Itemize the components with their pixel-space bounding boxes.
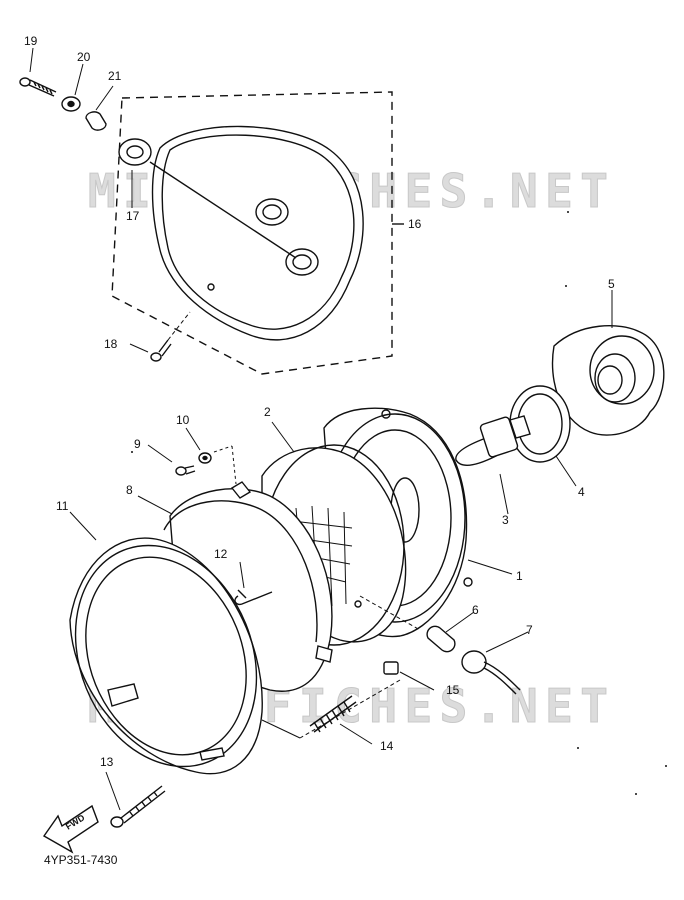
scan-specks [131, 211, 667, 795]
callout-15: 15 [446, 683, 460, 697]
callout-5: 5 [608, 277, 615, 291]
callout-14: 14 [380, 739, 394, 753]
callout-4: 4 [578, 485, 585, 499]
headlight-shell-part-16 [149, 125, 364, 341]
callout-1: 1 [516, 569, 523, 583]
callout-21: 21 [108, 69, 122, 83]
rim-part-11 [69, 537, 263, 775]
washer-part-20 [61, 96, 81, 112]
drawing-code: 4YP351-7430 [44, 853, 118, 867]
callout-10: 10 [176, 413, 190, 427]
long-screw-part-13 [110, 785, 166, 828]
spring-part-14 [309, 695, 357, 733]
callout-18: 18 [104, 337, 118, 351]
callout-16: 16 [408, 217, 422, 231]
bulb-socket-part-7 [461, 650, 521, 695]
screw-part-18 [150, 339, 172, 362]
callout-6: 6 [472, 603, 479, 617]
callout-17: 17 [126, 209, 140, 223]
screw-part-9 [175, 465, 196, 476]
callout-9: 9 [134, 437, 141, 451]
callout-11: 11 [56, 499, 69, 513]
assembly-16-dashed-boundary [111, 91, 404, 375]
callout-19: 19 [24, 34, 38, 48]
leader-lines [29, 47, 613, 811]
collar-part-21 [85, 111, 107, 131]
bulb-part-3 [455, 415, 531, 466]
callout-numbers: 19 20 21 17 16 18 5 2 10 9 8 4 11 3 12 1… [24, 34, 615, 769]
forward-arrow-icon [42, 804, 99, 854]
callout-2: 2 [264, 405, 271, 419]
callout-12: 12 [214, 547, 228, 561]
bulb-cover-part-5 [551, 324, 665, 436]
callout-8: 8 [126, 483, 133, 497]
callout-20: 20 [77, 50, 91, 64]
callout-3: 3 [502, 513, 509, 527]
bolt-part-19 [19, 77, 57, 97]
position-bulb-part-6 [426, 625, 456, 653]
callout-13: 13 [100, 755, 114, 769]
washer-part-10 [198, 452, 212, 464]
grommet-part-17 [118, 138, 152, 166]
callout-7: 7 [526, 623, 533, 637]
nut-part-15 [383, 661, 399, 675]
